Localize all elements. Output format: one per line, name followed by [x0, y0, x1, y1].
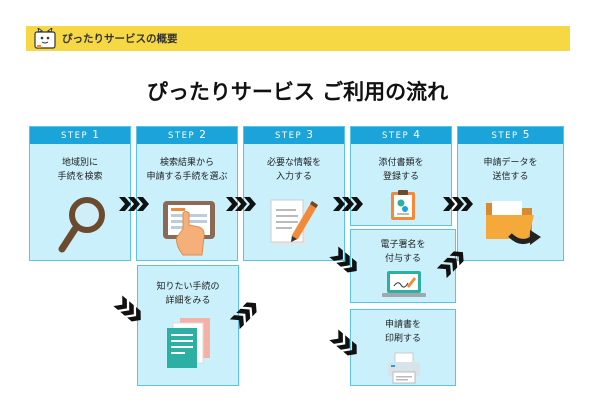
step-4-header: STEP 4 — [351, 127, 451, 144]
print-text: 申請書を印刷する — [384, 320, 421, 344]
arrow-icon — [333, 197, 365, 211]
step-2-header: STEP 2 — [137, 127, 237, 144]
printer-icon — [387, 352, 421, 384]
step-4-card: STEP 4 添付書類を登録する — [350, 126, 452, 226]
details-card: 知りたい手続の詳細をみる — [137, 265, 239, 386]
step-2-text: 検索結果から申請する手続を選ぶ — [146, 158, 228, 182]
laptop-sign-icon — [381, 270, 427, 298]
arrow-icon — [443, 197, 475, 211]
clipboard-icon — [390, 189, 416, 221]
step-3-text: 必要な情報を入力する — [266, 158, 321, 182]
tablet-tap-icon — [161, 199, 217, 257]
step-3-header: STEP 3 — [244, 127, 344, 144]
folder-send-icon — [484, 193, 544, 255]
print-card: 申請書を印刷する — [350, 309, 456, 386]
step-5-header: STEP 5 — [458, 127, 563, 144]
arrow-icon — [119, 197, 151, 211]
arrow-down-right-icon — [329, 329, 363, 360]
details-text: 知りたい手続の詳細をみる — [156, 282, 220, 306]
document-pen-icon — [270, 195, 320, 247]
step-4-text: 添付書類を登録する — [378, 158, 424, 182]
step-3-card: STEP 3 必要な情報を入力する — [243, 126, 345, 261]
signature-card: 電子署名を付与する — [350, 229, 456, 303]
page-title: ぴったりサービス ご利用の流れ — [146, 80, 449, 104]
signature-text: 電子署名を付与する — [380, 240, 426, 264]
step-5-card: STEP 5 申請データを送信する — [457, 126, 564, 261]
arrow-up-right-icon — [229, 297, 263, 330]
magnifier-icon — [57, 195, 107, 253]
step-5-text: 申請データを送信する — [483, 158, 538, 182]
mascot-icon — [34, 28, 56, 49]
arrow-icon — [226, 197, 258, 211]
papers-icon — [166, 316, 214, 370]
step-1-header: STEP 1 — [30, 127, 130, 144]
step-2-card: STEP 2 検索結果から申請する手続を選ぶ — [136, 126, 238, 261]
arrow-up-right-icon — [436, 246, 470, 279]
step-1-card: STEP 1 地域別に手続を検索 — [29, 126, 131, 261]
arrow-down-right-icon — [329, 246, 363, 277]
header-bar: ぴったりサービスの概要 — [26, 26, 570, 51]
arrow-down-right-icon — [113, 295, 147, 326]
step-1-text: 地域別に手続を検索 — [57, 158, 103, 182]
header-title: ぴったりサービスの概要 — [62, 33, 178, 45]
